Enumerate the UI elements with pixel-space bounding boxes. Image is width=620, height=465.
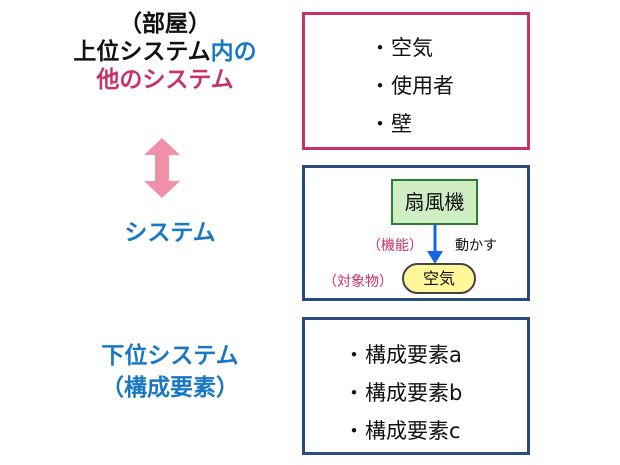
double-arrow-shape [144, 138, 180, 198]
system-box: 扇風機 （機能） 動かす （対象物） 空気 [302, 165, 530, 301]
bullet: ・ [343, 419, 365, 443]
environment-list: ・空気 ・使用者 ・壁 [369, 29, 455, 143]
other-systems-text: 他のシステム [96, 67, 234, 93]
down-arrow-icon [427, 225, 443, 264]
component-list: ・構成要素a ・構成要素b ・構成要素c [343, 336, 463, 450]
function-label: （機能） [367, 238, 423, 254]
room-label: （部屋） [119, 11, 211, 37]
upper-system-text: 上位システム [73, 39, 211, 65]
bullet: ・ [369, 74, 391, 98]
list-item: ・構成要素a [343, 336, 462, 374]
lower-system-label: 下位システム （構成要素） [55, 340, 285, 404]
lower-system-text: 下位システム [101, 343, 239, 369]
inner-text: 内の [210, 39, 257, 65]
component-item: 構成要素a [365, 343, 462, 367]
environment-box: ・空気 ・使用者 ・壁 [302, 12, 530, 150]
list-item: ・構成要素c [343, 412, 462, 450]
bullet: ・ [369, 36, 391, 60]
lower-elements-text: （構成要素） [101, 375, 239, 401]
object-label: （対象物） [323, 274, 393, 290]
component-item: 構成要素c [365, 419, 461, 443]
bullet: ・ [343, 343, 365, 367]
environment-item: 使用者 [391, 74, 454, 98]
environment-item: 空気 [391, 36, 433, 60]
system-label: システム [124, 220, 216, 246]
action-label: 動かす [455, 238, 497, 254]
double-headed-vertical-arrow-icon [144, 138, 180, 198]
fan-node: 扇風機 [391, 179, 478, 225]
air-node: 空気 [402, 263, 476, 294]
bullet: ・ [343, 381, 365, 405]
list-item: ・構成要素b [343, 374, 463, 412]
environment-item: 壁 [391, 112, 412, 136]
bullet: ・ [369, 112, 391, 136]
list-item: ・壁 [369, 105, 454, 143]
component-item: 構成要素b [365, 381, 463, 405]
list-item: ・使用者 [369, 67, 455, 105]
upper-system-label: （部屋） 上位システム内の 他のシステム [40, 10, 290, 94]
components-box: ・構成要素a ・構成要素b ・構成要素c [302, 317, 530, 455]
function-arrow-head [427, 251, 443, 264]
upper-system-line: 上位システム内の [40, 38, 290, 66]
list-item: ・空気 [369, 29, 454, 67]
